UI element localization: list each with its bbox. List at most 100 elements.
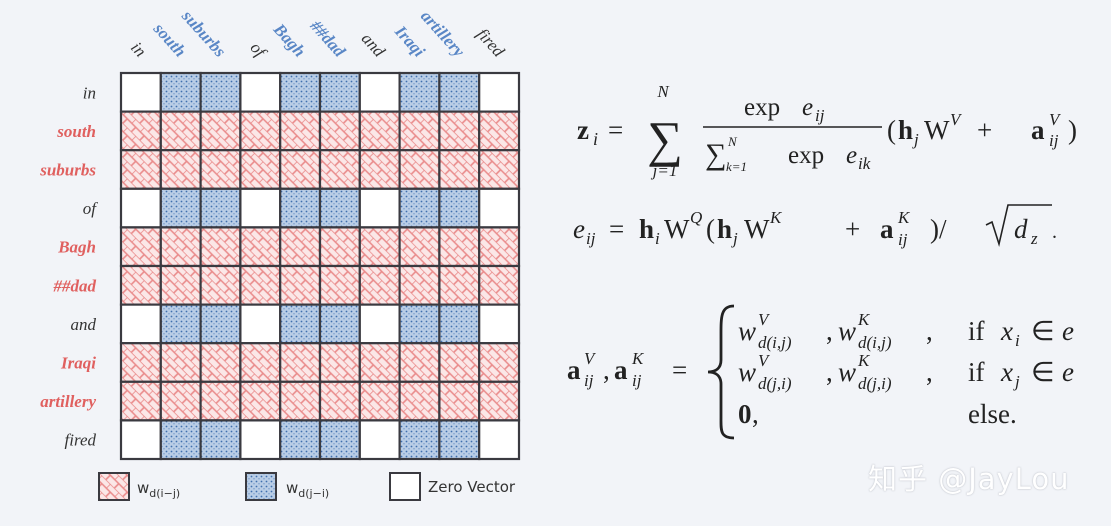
eq-z-close: ) [1068,115,1077,145]
eq-a-case-comma2: , [926,357,933,387]
row-label: suburbs [39,161,96,180]
matrix-cell-zero [239,71,282,113]
matrix-cell-red [358,110,401,152]
eq-a-case3-comma: , [752,399,759,429]
matrix-cell-blue [438,187,481,229]
eq-e-h1: h [639,214,654,244]
eq-a-case-x-sub: i [1015,331,1020,350]
column-label: suburbs [178,6,230,61]
row-label: ##dad [53,276,97,295]
matrix-cell-red [398,110,441,152]
matrix-cell-red [199,264,242,306]
eq-a-case-w2-sup: K [857,351,871,370]
matrix-cell-red [358,149,401,190]
column-label: ##dad [306,16,350,61]
matrix-cell-red [438,149,481,190]
row-label: artillery [40,392,96,411]
eq-a-a1-sub: ij [584,371,594,390]
row-labels: insouthsuburbsofBagh##dadandIraqiartille… [39,83,98,449]
matrix-cell-red [119,226,162,268]
matrix-cell-blue [318,187,361,229]
eq-a-case3-zero: 0 [738,399,752,429]
eq-e-close-div: )/ [930,214,947,244]
legend-swatch-zero [389,472,421,501]
eq-a-case-w2: w [838,357,856,387]
eq-e-h2-sub: j [731,229,738,248]
matrix-cell-zero [478,187,521,229]
matrix-cell-red [239,110,282,152]
matrix-cell-zero [239,303,282,345]
eq-a-brace [707,304,735,440]
eq-a-case-w1: w [738,357,756,387]
eq-a-case-comma: , [826,357,833,387]
matrix-cell-red [239,226,282,268]
eq-z-sum-lower: j=1 [651,161,678,180]
eq-z-sum-upper: N [656,82,670,101]
matrix-cell-red [119,264,162,306]
matrix-cell-zero [119,187,162,229]
matrix-cell-red [279,342,322,383]
eq-e-open: ( [706,214,715,244]
matrix-cell-red [318,342,361,383]
matrix-cell-red [239,342,282,383]
eq-a-case-e: e [1062,316,1074,346]
matrix-cell-red [239,149,282,190]
matrix-cell-red [438,110,481,152]
matrix-cell-red [318,110,361,152]
relation-matrix [119,71,521,461]
matrix-cell-zero [119,71,162,113]
legend: wd(i−j) wd(j−i) Zero Vector [98,472,516,501]
matrix-cell-blue [199,71,242,113]
eq-a-case-comma: , [826,316,833,346]
column-label: and [358,29,390,61]
legend-swatch-blue [245,472,277,501]
eq-e-h2: h [717,214,732,244]
matrix-cell-red [438,226,481,268]
eq-a-case-e: e [1062,357,1074,387]
matrix-cell-red [398,226,441,268]
eq-z-num-exp: exp [744,94,780,121]
eq-e-d: d [1014,214,1028,244]
matrix-cell-blue [279,419,322,461]
eq-a-case-w2: w [838,316,856,346]
eq-z-h-sub: j [912,130,919,149]
matrix-cell-blue [199,303,242,345]
matrix-cell-red [358,226,401,268]
matrix-cell-red [398,342,441,383]
eq-a-case-x-sub: j [1013,372,1020,391]
eq-a-case-in: ∈ [1031,357,1055,387]
matrix-cell-red [478,149,521,190]
matrix-cell-blue [318,419,361,461]
matrix-cell-zero [239,419,282,461]
row-label: Bagh [57,238,96,257]
eq-z-den-lower: k=1 [726,159,747,174]
matrix-cell-red [159,342,202,383]
eq-e-sqrt-sign [985,204,1052,248]
eq-e-h1-sub: i [655,229,660,248]
eq-z-den-exp: exp [788,142,824,169]
column-label: of [246,38,270,62]
matrix-cell-zero [358,303,401,345]
eq-z-W: W [924,115,950,145]
column-label: fired [473,25,509,61]
eq-e-a-sup: K [897,208,911,227]
matrix-cell-red [159,264,202,306]
matrix-cell-red [318,264,361,306]
matrix-cell-blue [438,419,481,461]
eq-a-case-x: x [1000,316,1013,346]
eq-a-case-if: if [968,357,985,387]
matrix-cell-red [279,110,322,152]
matrix-cell-blue [438,303,481,345]
eq-e-a: a [880,214,894,244]
matrix-cell-zero [478,419,521,461]
matrix-cell-red [199,380,242,422]
eq-z-h: h [898,115,913,145]
eq-z-W-sup: V [950,110,963,129]
eq-z-num-e: e [802,94,813,121]
eq-z-den-sub: ik [858,154,871,173]
matrix-cell-red [318,380,361,422]
eq-z-den-sum: ∑ [705,138,726,171]
